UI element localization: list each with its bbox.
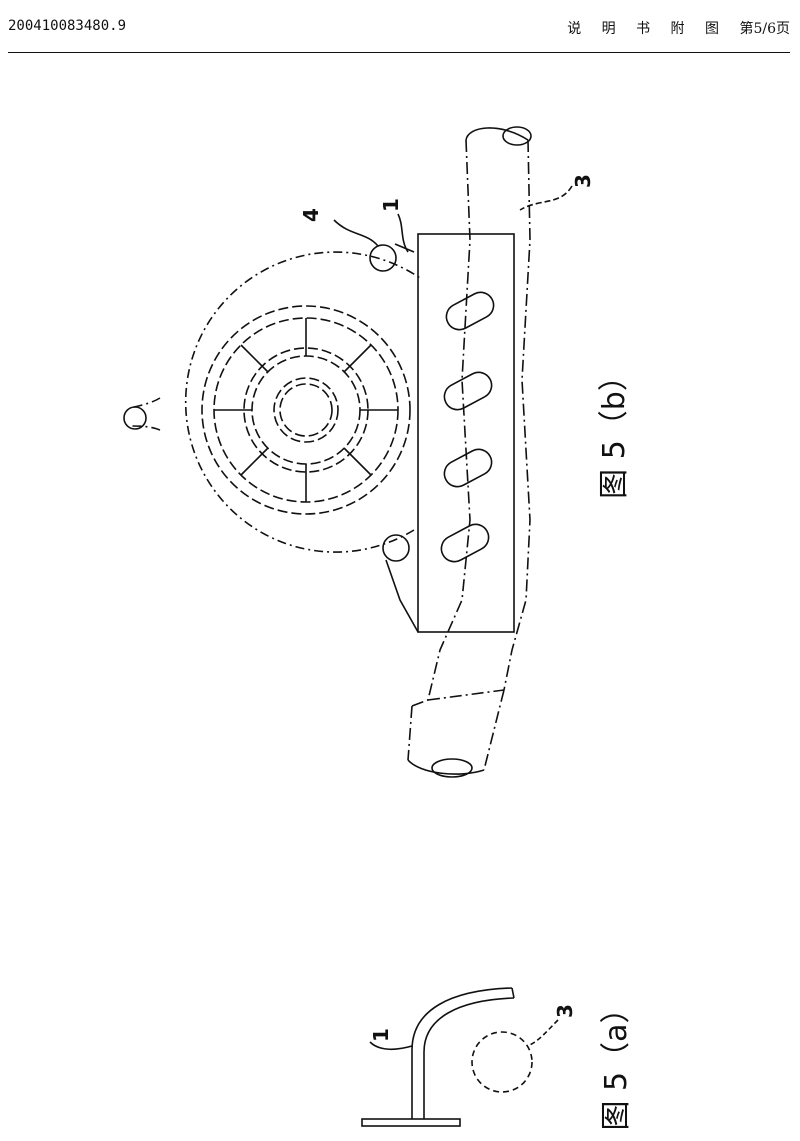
- pipe-end-top: [465, 127, 529, 141]
- page-info: 说 明 书 附 图 第5/6页: [567, 18, 790, 38]
- pipe-end-bottom: [407, 759, 485, 775]
- section-title: 说 明 书 附 图: [567, 21, 728, 37]
- figure-5a-drawing: [361, 987, 559, 1127]
- heat-pipe: [407, 139, 531, 771]
- heat-pipe-section: [471, 1031, 533, 1093]
- flange-top: [394, 243, 415, 253]
- label-3a: 3: [553, 1004, 577, 1018]
- document-number: 200410083480.9: [8, 18, 127, 34]
- label-1a: 1: [369, 1028, 393, 1042]
- screw-4: [369, 244, 397, 272]
- leader-1: [397, 213, 409, 253]
- fig-5a-labels: 1 3 图 5（a）: [369, 993, 634, 1130]
- pipe-bore-bottom: [431, 758, 473, 778]
- label-4: 4: [299, 208, 323, 222]
- page-label: 第5/6页: [739, 21, 790, 37]
- grille-spokes: [214, 318, 398, 502]
- leader-3: [519, 185, 573, 211]
- bent-plate-inner: [423, 997, 515, 1119]
- heat-sink-plate: [417, 233, 515, 633]
- caption-fig-5a: 图 5（a）: [599, 993, 634, 1130]
- leader-1a: [369, 1041, 413, 1051]
- figure-5b-drawing: [123, 126, 573, 778]
- plate-slots: [440, 291, 495, 563]
- header-rule: [8, 52, 790, 53]
- bent-plate-outer: [411, 987, 513, 1119]
- fan-housing: [129, 251, 421, 553]
- base-plate: [361, 1118, 461, 1127]
- label-3: 3: [571, 174, 595, 188]
- leader-3a: [527, 1019, 559, 1047]
- pipe-bore-top: [502, 126, 532, 146]
- flange-bottom: [385, 559, 419, 633]
- leader-4: [333, 219, 379, 247]
- label-1: 1: [379, 198, 403, 212]
- mount-lug: [123, 406, 147, 430]
- fig-5b-labels: 4 1 3 图 5（b）: [299, 174, 632, 499]
- screw-lower: [382, 534, 410, 562]
- caption-fig-5b: 图 5（b）: [597, 361, 632, 499]
